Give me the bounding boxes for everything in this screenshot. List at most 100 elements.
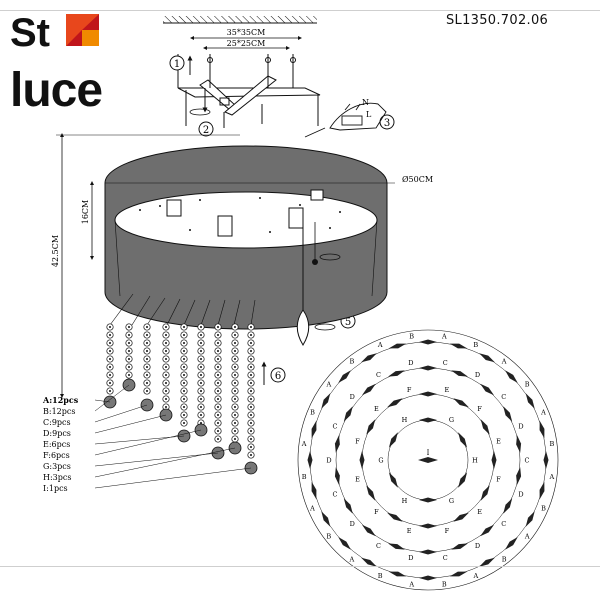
ring-letter: C bbox=[501, 393, 506, 401]
ring-letter: B bbox=[502, 556, 507, 564]
part-count-i: I:1pcs bbox=[43, 484, 68, 493]
part-leader-line bbox=[94, 447, 236, 478]
ring-letter: E bbox=[407, 527, 412, 535]
crystal-marker bbox=[388, 432, 398, 448]
part-count-c: C:9pcs bbox=[43, 418, 71, 427]
ring-letter: G bbox=[378, 457, 383, 465]
crystal-marker bbox=[387, 398, 403, 408]
ring-letter: B bbox=[302, 473, 307, 481]
ring-letter: D bbox=[350, 520, 355, 528]
crystal-marker bbox=[359, 451, 365, 469]
bottom-rule bbox=[0, 566, 600, 567]
crystal-marker bbox=[516, 435, 522, 453]
crystal-marker bbox=[480, 524, 494, 537]
crystal-strand bbox=[244, 323, 258, 475]
crystal-marker bbox=[525, 511, 535, 527]
ring-letter: D bbox=[518, 423, 523, 431]
part-leader-line bbox=[94, 384, 130, 412]
ring-letter: D bbox=[408, 554, 413, 562]
crystal-marker bbox=[503, 498, 513, 514]
crystal-marker bbox=[449, 343, 468, 349]
crystal-marker bbox=[362, 383, 376, 396]
ring-letter: D bbox=[408, 359, 413, 367]
crystal-marker bbox=[388, 343, 407, 349]
crystal-marker bbox=[419, 497, 437, 503]
model-code: SL1350.702.06 bbox=[446, 13, 549, 28]
ring-letter: D bbox=[326, 457, 331, 465]
ring-letter: F bbox=[477, 405, 482, 413]
ring-letter: A bbox=[549, 473, 555, 481]
ring-letter: F bbox=[374, 508, 379, 516]
lamp-sockets bbox=[166, 189, 324, 237]
crystal-marker bbox=[505, 370, 518, 383]
ring-letter: B bbox=[442, 580, 447, 588]
svg-text:6: 6 bbox=[275, 371, 281, 382]
crystal-marker bbox=[539, 481, 545, 500]
ring-letter: A bbox=[301, 440, 307, 448]
part-count-d: D:9pcs bbox=[43, 429, 71, 438]
ring-layout: ABABABABABABABABABABABABCDCDCDCDCDCDCDCD… bbox=[297, 329, 559, 591]
crystal-strand bbox=[140, 323, 154, 412]
crystal-marker bbox=[479, 353, 495, 363]
wire-l-label: L bbox=[366, 110, 372, 119]
ring-letter: A bbox=[540, 409, 546, 417]
crystal-marker bbox=[458, 432, 468, 448]
ring-letter: A bbox=[309, 504, 315, 512]
ring-letter: B bbox=[541, 504, 546, 512]
ring-letter: C bbox=[376, 371, 381, 379]
ring-letter: H bbox=[472, 457, 478, 465]
crystal-marker bbox=[451, 370, 468, 377]
crystal-marker bbox=[419, 339, 437, 345]
crystal-marker bbox=[311, 420, 317, 439]
crystal-marker bbox=[362, 524, 376, 537]
crystal-marker bbox=[458, 472, 468, 488]
svg-text:5: 5 bbox=[345, 317, 351, 328]
crystal-strand bbox=[177, 323, 191, 443]
wiring-detail bbox=[304, 102, 387, 138]
parts-list: A:12pcsB:12pcsC:9pcsD:9pcsE:6pcsF:6pcsG:… bbox=[42, 384, 252, 493]
crystal-marker bbox=[525, 393, 535, 409]
crystal-strand bbox=[194, 323, 208, 437]
part-count-f: F:6pcs bbox=[43, 451, 70, 460]
mounting-bracket bbox=[175, 54, 321, 128]
crystal-strand bbox=[159, 323, 173, 422]
ring-letter: B bbox=[326, 533, 331, 541]
crystal-marker bbox=[419, 523, 437, 529]
crystal-marker bbox=[505, 537, 518, 550]
step-badge-3: 3 bbox=[379, 114, 395, 130]
ring-letter: C bbox=[443, 359, 448, 367]
crystal-marker bbox=[539, 420, 545, 439]
crystal-strand bbox=[211, 323, 225, 460]
strand-hangers bbox=[109, 293, 256, 326]
crystal-marker bbox=[343, 498, 353, 514]
ring-letter: B bbox=[310, 409, 315, 417]
svg-text:luce: luce bbox=[10, 64, 102, 116]
ring-letter: H bbox=[402, 497, 408, 505]
crystal-strand bbox=[103, 323, 117, 409]
ring-letter: G bbox=[449, 416, 454, 424]
part-leader-line bbox=[94, 467, 252, 489]
candle-bulb bbox=[296, 222, 310, 346]
height-dimension-lines bbox=[56, 133, 240, 398]
mount-inner-dimension: 25*25CM bbox=[227, 39, 266, 48]
ring-letter: C bbox=[525, 457, 530, 465]
crystal-marker bbox=[321, 393, 331, 409]
shade-interior-dots bbox=[139, 197, 341, 233]
svg-text:St: St bbox=[10, 11, 50, 55]
crystal-strand bbox=[228, 323, 242, 455]
ring-letter: A bbox=[349, 556, 355, 564]
ring-letter: C bbox=[443, 554, 448, 562]
mount-dimension-lines bbox=[190, 36, 302, 50]
ring-letter: B bbox=[525, 380, 530, 388]
mount-outer-dimension: 35*35CM bbox=[227, 28, 266, 37]
ring-5: I bbox=[418, 449, 438, 463]
svg-text:2: 2 bbox=[203, 125, 209, 136]
crystal-marker bbox=[419, 365, 437, 371]
ring-letter: C bbox=[333, 490, 338, 498]
ring-letter: A bbox=[377, 341, 383, 349]
lamp-shade bbox=[104, 145, 388, 330]
ring-letter: B bbox=[378, 572, 383, 580]
crystal-marker bbox=[361, 353, 377, 363]
crystal-marker bbox=[419, 391, 437, 397]
